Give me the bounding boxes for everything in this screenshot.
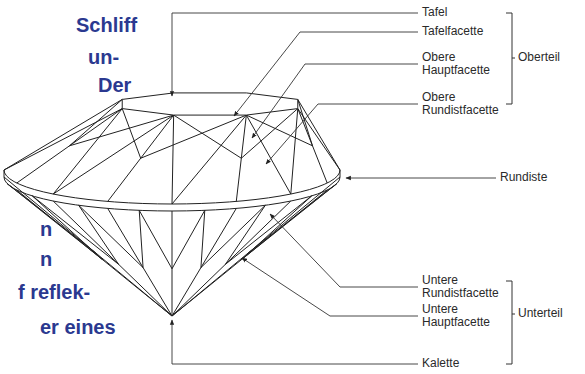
lower-girdle-facet-line bbox=[242, 196, 312, 259]
pavilion-facet-line bbox=[4, 177, 172, 316]
leader-line bbox=[252, 64, 418, 138]
lower-girdle-facet-line bbox=[225, 205, 265, 264]
part-label: Tafel bbox=[422, 6, 447, 19]
text-fragment: n bbox=[40, 248, 52, 270]
lower-girdle-facet-line bbox=[139, 210, 172, 268]
part-label: Unterteil bbox=[518, 307, 563, 320]
text-fragment: n bbox=[40, 218, 52, 240]
text-fragment: Der bbox=[98, 74, 131, 96]
lower-girdle-facet-line bbox=[201, 210, 205, 267]
crown-facet-line bbox=[4, 99, 122, 170]
lower-girdle-facet-line bbox=[172, 210, 205, 268]
crown-facet-line bbox=[172, 115, 246, 204]
leader-line bbox=[270, 214, 418, 287]
leader-line bbox=[172, 320, 418, 364]
part-label: Oberteil bbox=[518, 51, 560, 64]
text-fragment: er eines bbox=[40, 316, 116, 338]
brilliant-cut bbox=[4, 93, 340, 316]
part-label: Obere Rundistfacette bbox=[422, 91, 506, 117]
brackets bbox=[506, 13, 515, 364]
girdle-line bbox=[340, 170, 341, 177]
girdle-line bbox=[4, 170, 5, 177]
leader-line bbox=[172, 13, 418, 96]
star-facet-line bbox=[174, 109, 298, 159]
part-label: Rundiste bbox=[500, 171, 547, 184]
table-outline bbox=[122, 93, 298, 115]
lower-girdle-facet-line bbox=[7, 184, 96, 254]
crown-facet-line bbox=[291, 109, 298, 194]
leader-line bbox=[242, 258, 418, 316]
star-facet-line bbox=[122, 109, 246, 159]
lower-girdle-facet-line bbox=[242, 184, 337, 260]
crown-facet-line bbox=[53, 109, 122, 194]
pavilion-facet-line bbox=[172, 201, 291, 316]
lower-girdle-facet-line bbox=[225, 196, 311, 264]
pavilion-facet-line bbox=[172, 211, 173, 316]
crown-facet-line bbox=[4, 109, 122, 170]
lower-girdle-facet-line bbox=[201, 205, 265, 267]
part-label: Tafelfacette bbox=[422, 25, 483, 38]
leader-line bbox=[266, 104, 418, 164]
pavilion-facet-line bbox=[172, 177, 340, 316]
bracket bbox=[506, 281, 515, 364]
crown-facet-line bbox=[53, 115, 173, 194]
part-label: Obere Hauptfacette bbox=[422, 51, 506, 77]
lower-girdle-facet-line bbox=[139, 210, 143, 267]
text-fragment: Schliff bbox=[76, 14, 137, 36]
crown-facet-line bbox=[298, 99, 340, 170]
leader-line bbox=[234, 32, 418, 116]
part-label: Untere Hauptfacette bbox=[422, 303, 506, 329]
part-label: Kalette bbox=[422, 357, 459, 370]
text-fragment: un- bbox=[88, 46, 119, 68]
crown-facet-line bbox=[246, 115, 290, 194]
bracket bbox=[506, 13, 515, 104]
leader-line bbox=[346, 178, 496, 179]
crown-facet-line bbox=[172, 115, 174, 204]
text-fragment: f reflek- bbox=[18, 281, 90, 303]
part-label: Untere Rundistfacette bbox=[422, 274, 506, 300]
lower-girdle-facet-line bbox=[7, 184, 102, 260]
